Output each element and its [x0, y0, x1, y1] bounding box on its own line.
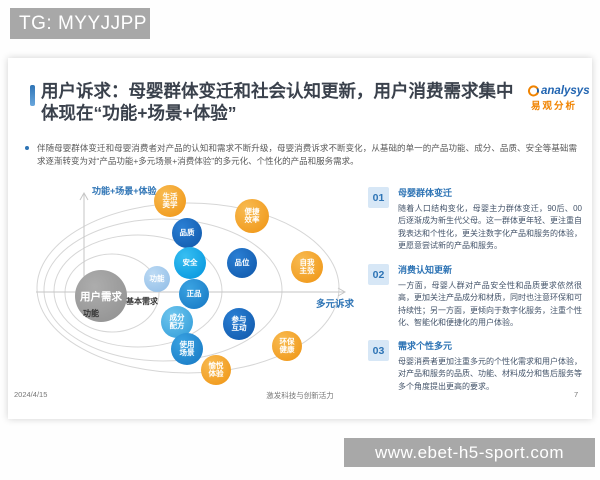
tg-overlay-label: TG: MYYJJPP — [10, 8, 150, 39]
summary-bullet-text: 伴随母婴群体变迁和母婴消费者对产品的认知和需求不断升级，母婴消费诉求不断变化，从… — [37, 143, 577, 166]
logo-chinese-name: 易观分析 — [531, 101, 578, 112]
section-01-body: 随着人口结构变化，母婴主力群体变迁，90后、00后逐渐成为新生代父母。这一群体更… — [398, 204, 582, 251]
user-demand-center-circle: 用户需求 — [75, 270, 127, 322]
demand-bubble: 使用 场景 — [171, 333, 203, 365]
demand-bubble: 品位 — [227, 248, 257, 278]
footer-slogan: 激发科技与创新活力 — [266, 391, 334, 400]
demand-bubble: 品质 — [172, 218, 202, 248]
demand-bubble: 参与 互动 — [223, 308, 255, 340]
watermark-url: www.ebet-h5-sport.com — [344, 438, 595, 467]
summary-bullet: 伴随母婴群体变迁和母婴消费者对产品的认知和需求不断升级，母婴消费诉求不断变化，从… — [25, 142, 577, 168]
logo-wordmark: analysys — [541, 84, 590, 97]
demand-bubble: 自我 主张 — [291, 251, 323, 283]
demand-bubble: 生活 美学 — [154, 185, 186, 217]
section-03-title: 需求个性多元 — [398, 341, 453, 351]
section-03-number-badge: 03 — [368, 340, 389, 361]
demand-bubble: 正品 — [179, 279, 209, 309]
page-title-line1: 用户诉求：母婴群体变迁和社会认知更新，用户消费需求集中 — [41, 81, 514, 101]
demand-bubble: 成分 配方 — [161, 306, 193, 338]
demand-bubble: 功能 — [144, 266, 170, 292]
analysys-swirl-icon — [527, 84, 540, 97]
function-annotation: 功能 — [83, 309, 99, 318]
demand-bubble: 环保 健康 — [272, 331, 302, 361]
section-03-body: 母婴消费者更加注重多元的个性化需求和用户体验，对产品和服务的品质、功能、材料成分… — [398, 357, 582, 391]
title-accent-bar — [30, 85, 35, 106]
section-02: 02 消费认知更新 一方面，母婴人群对产品安全性和品质要求依然很高，更加关注产品… — [368, 264, 582, 330]
section-01-title: 母婴群体变迁 — [398, 188, 453, 198]
footer-page-number: 7 — [574, 390, 579, 399]
section-01-number-badge: 01 — [368, 187, 389, 208]
analysys-logo: analysys 易观分析 — [527, 84, 597, 112]
x-axis-label: 多元诉求 — [316, 299, 355, 310]
bullet-dot-icon — [25, 146, 29, 150]
section-02-body: 一方面，母婴人群对产品安全性和品质要求依然很高，更加关注产品成分和材质，同时也注… — [398, 281, 582, 328]
section-03: 03 需求个性多元 母婴消费者更加注重多元的个性化需求和用户体验，对产品和服务的… — [368, 340, 582, 393]
footer-date: 2024/4/15 — [14, 390, 48, 399]
demand-bubble: 便捷 效率 — [235, 199, 269, 233]
section-02-title: 消费认知更新 — [398, 265, 453, 275]
demand-bubble: 安全 — [174, 247, 206, 279]
section-02-number-badge: 02 — [368, 264, 389, 285]
page-title-line2: 体现在“功能+场景+体验” — [41, 103, 237, 123]
section-01: 01 母婴群体变迁 随着人口结构变化，母婴主力群体变迁，90后、00后逐渐成为新… — [368, 187, 582, 253]
y-axis-label: 功能+场景+体验 — [92, 186, 157, 196]
demand-bubble: 愉悦 体验 — [201, 355, 231, 385]
page-title: 用户诉求：母婴群体变迁和社会认知更新，用户消费需求集中 体现在“功能+场景+体验… — [41, 80, 526, 124]
basic-demand-annotation: 基本需求 — [126, 297, 158, 306]
